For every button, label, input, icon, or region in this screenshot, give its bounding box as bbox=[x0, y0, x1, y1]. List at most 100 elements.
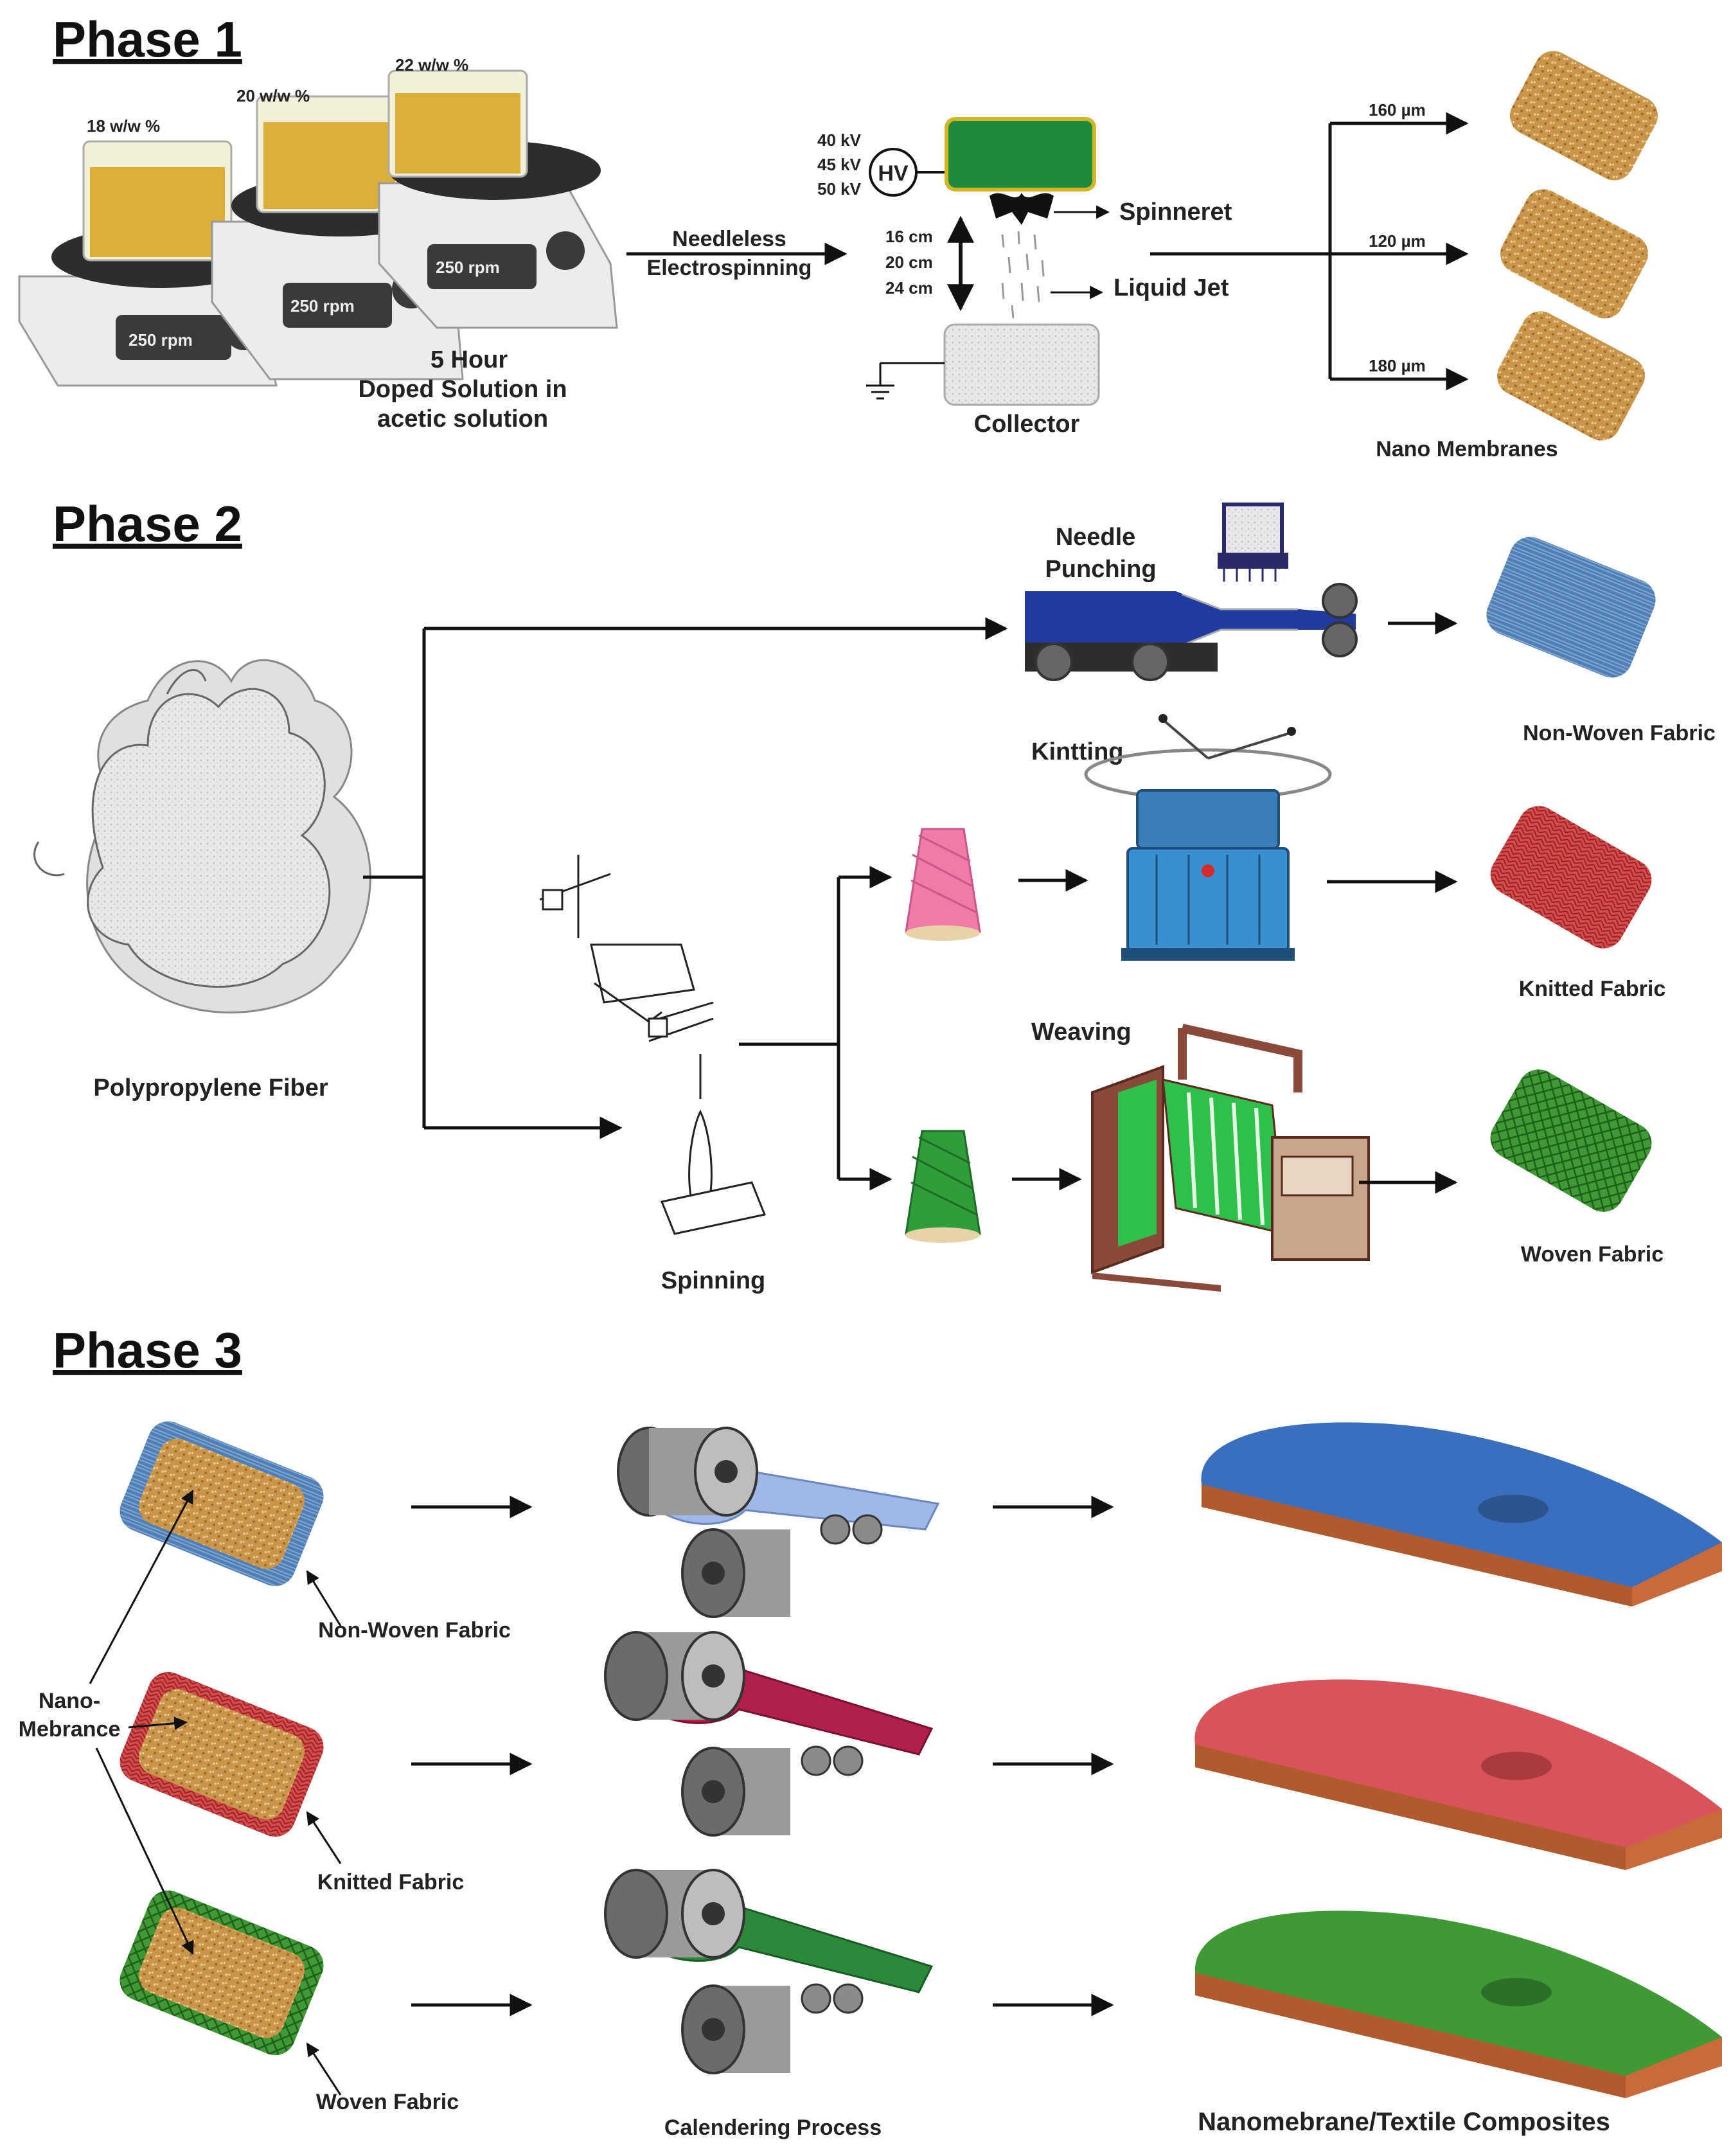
concentration-label-2: 20 w/w % bbox=[236, 86, 310, 105]
composite-output-arrows bbox=[993, 1495, 1114, 2017]
needle-punching-label: Needle Punching bbox=[1045, 524, 1156, 583]
knitting-machine bbox=[1084, 714, 1332, 961]
p3-knitted-label: Knitted Fabric bbox=[317, 1870, 465, 1894]
calender-rollers-red bbox=[604, 1631, 934, 1837]
polypropylene-fiber bbox=[33, 659, 371, 1013]
composite-blue bbox=[1201, 1422, 1722, 1607]
weaving-label: Weaving bbox=[1031, 1019, 1132, 1046]
hole-icon bbox=[1478, 1495, 1549, 1523]
spinneret-head bbox=[945, 117, 1096, 192]
membrane-branch-arrows bbox=[1150, 112, 1469, 391]
hv-source-icon: HV bbox=[869, 148, 948, 197]
composite-red bbox=[1194, 1679, 1722, 1870]
svg-text:24 cm: 24 cm bbox=[885, 278, 933, 298]
knob-icon bbox=[546, 231, 585, 270]
nano-membranes-label: Nano Membranes bbox=[1376, 437, 1558, 461]
hole-icon bbox=[1481, 1752, 1552, 1780]
svg-text:Punching: Punching bbox=[1045, 556, 1156, 583]
beaker-2: 20 w/w % bbox=[236, 86, 403, 213]
svg-text:Doped Solution in: Doped Solution in bbox=[358, 376, 567, 403]
woven-fabric-label: Woven Fabric bbox=[1521, 1242, 1664, 1267]
knitted-fabric-swatch bbox=[1490, 806, 1652, 949]
spinneret-label: Spinneret bbox=[1119, 199, 1232, 226]
calendering-label: Calendering Process bbox=[664, 2116, 882, 2140]
calender-rollers-blue bbox=[617, 1427, 940, 1618]
rpm-label-3: 250 rpm bbox=[436, 258, 500, 277]
woven-fabric-swatch bbox=[1490, 1069, 1652, 1212]
concentration-label-3: 22 w/w % bbox=[395, 55, 468, 75]
phase-2-title: Phase 2 bbox=[53, 495, 242, 552]
polypropylene-fiber-label: Polypropylene Fiber bbox=[93, 1074, 328, 1101]
nano-membrane-label: Nano- Mebrance bbox=[19, 1689, 121, 1742]
thickness-labels: 160 µm 120 µm 180 µm bbox=[1369, 100, 1426, 375]
phase-1-title: Phase 1 bbox=[53, 11, 242, 67]
fiber-branch-arrows bbox=[363, 617, 1008, 1139]
svg-text:45 kV: 45 kV bbox=[817, 155, 862, 174]
collector bbox=[943, 323, 1100, 406]
phase-3-title: Phase 3 bbox=[53, 1322, 242, 1378]
rotation-icon bbox=[702, 1562, 725, 1585]
collector-label: Collector bbox=[974, 411, 1080, 438]
rotation-icon bbox=[715, 1460, 738, 1483]
spinning-branch-arrows bbox=[739, 866, 892, 1191]
svg-text:180 µm: 180 µm bbox=[1369, 356, 1426, 375]
svg-text:16 cm: 16 cm bbox=[885, 227, 933, 246]
rotation-icon bbox=[702, 1902, 725, 1925]
svg-text:20 cm: 20 cm bbox=[885, 253, 933, 272]
spinning-frame bbox=[539, 855, 767, 1235]
svg-text:40 kV: 40 kV bbox=[817, 130, 862, 150]
beaker-3: 22 w/w % bbox=[387, 55, 528, 178]
calendering-input-arrows bbox=[411, 1495, 533, 2017]
knitted-fabric-label: Knitted Fabric bbox=[1519, 977, 1666, 1001]
roller-icon bbox=[1322, 583, 1358, 619]
roller-icon bbox=[1322, 621, 1358, 657]
solution-caption: 5 Hour Doped Solution in acetic solution bbox=[358, 346, 567, 432]
rotation-icon bbox=[702, 1780, 725, 1803]
rpm-label-1: 250 rpm bbox=[129, 330, 193, 350]
composite-green bbox=[1194, 1911, 1722, 2098]
nano-membranes bbox=[1497, 51, 1658, 441]
composites-label: Nanomebrane/Textile Composites bbox=[1198, 2108, 1610, 2136]
membrane-120 bbox=[1500, 189, 1648, 319]
svg-text:Electrospinning: Electrospinning bbox=[647, 256, 812, 280]
roller-icon bbox=[1131, 643, 1169, 681]
membrane-160 bbox=[1510, 51, 1658, 181]
svg-text:160 µm: 160 µm bbox=[1369, 100, 1426, 120]
svg-text:Mebrance: Mebrance bbox=[19, 1717, 121, 1742]
rotation-icon bbox=[702, 1664, 725, 1688]
green-yarn-cone-icon bbox=[905, 1130, 981, 1243]
beaker-1: 18 w/w % bbox=[82, 116, 233, 262]
svg-text:50 kV: 50 kV bbox=[817, 179, 862, 199]
liquid-jet-label: Liquid Jet bbox=[1114, 274, 1229, 301]
svg-text:120 µm: 120 µm bbox=[1369, 231, 1426, 251]
rpm-label-2: 250 rpm bbox=[290, 296, 355, 316]
svg-text:5 Hour: 5 Hour bbox=[431, 346, 508, 373]
hole-icon bbox=[1481, 1978, 1552, 2006]
membrane-on-nonwoven bbox=[120, 1421, 324, 1587]
pink-yarn-cone-icon bbox=[905, 828, 981, 941]
nonwoven-fabric-label: Non-Woven Fabric bbox=[1523, 721, 1716, 745]
nonwoven-fabric-swatch bbox=[1486, 537, 1656, 678]
needle-punching-machine bbox=[1025, 503, 1358, 681]
svg-text:Needle: Needle bbox=[1056, 524, 1136, 551]
concentration-label-1: 18 w/w % bbox=[87, 116, 160, 136]
voltage-labels: 40 kV 45 kV 50 kV bbox=[817, 130, 862, 199]
svg-text:acetic solution: acetic solution bbox=[377, 405, 548, 432]
svg-text:Nano-: Nano- bbox=[39, 1689, 100, 1713]
liquid-jet-dashes bbox=[1001, 231, 1045, 319]
membrane-180 bbox=[1497, 311, 1645, 441]
svg-text:Needleless: Needleless bbox=[672, 227, 786, 251]
p3-woven-label: Woven Fabric bbox=[316, 2090, 459, 2114]
spinning-label: Spinning bbox=[661, 1267, 766, 1294]
ground-icon bbox=[866, 362, 945, 400]
membrane-on-woven bbox=[120, 1890, 324, 2056]
weaving-loom bbox=[1091, 1024, 1370, 1292]
roller-icon bbox=[1034, 643, 1073, 681]
membrane-on-knitted bbox=[120, 1671, 324, 1837]
electrospinning-label: Needleless Electrospinning bbox=[647, 227, 812, 280]
nano-membrane-pointers bbox=[89, 1490, 342, 2096]
calender-rollers-green bbox=[604, 1869, 934, 2074]
spinneret-gear-icon bbox=[990, 193, 1054, 225]
p3-nonwoven-label: Non-Woven Fabric bbox=[318, 1618, 511, 1643]
rotation-icon bbox=[702, 2018, 725, 2041]
